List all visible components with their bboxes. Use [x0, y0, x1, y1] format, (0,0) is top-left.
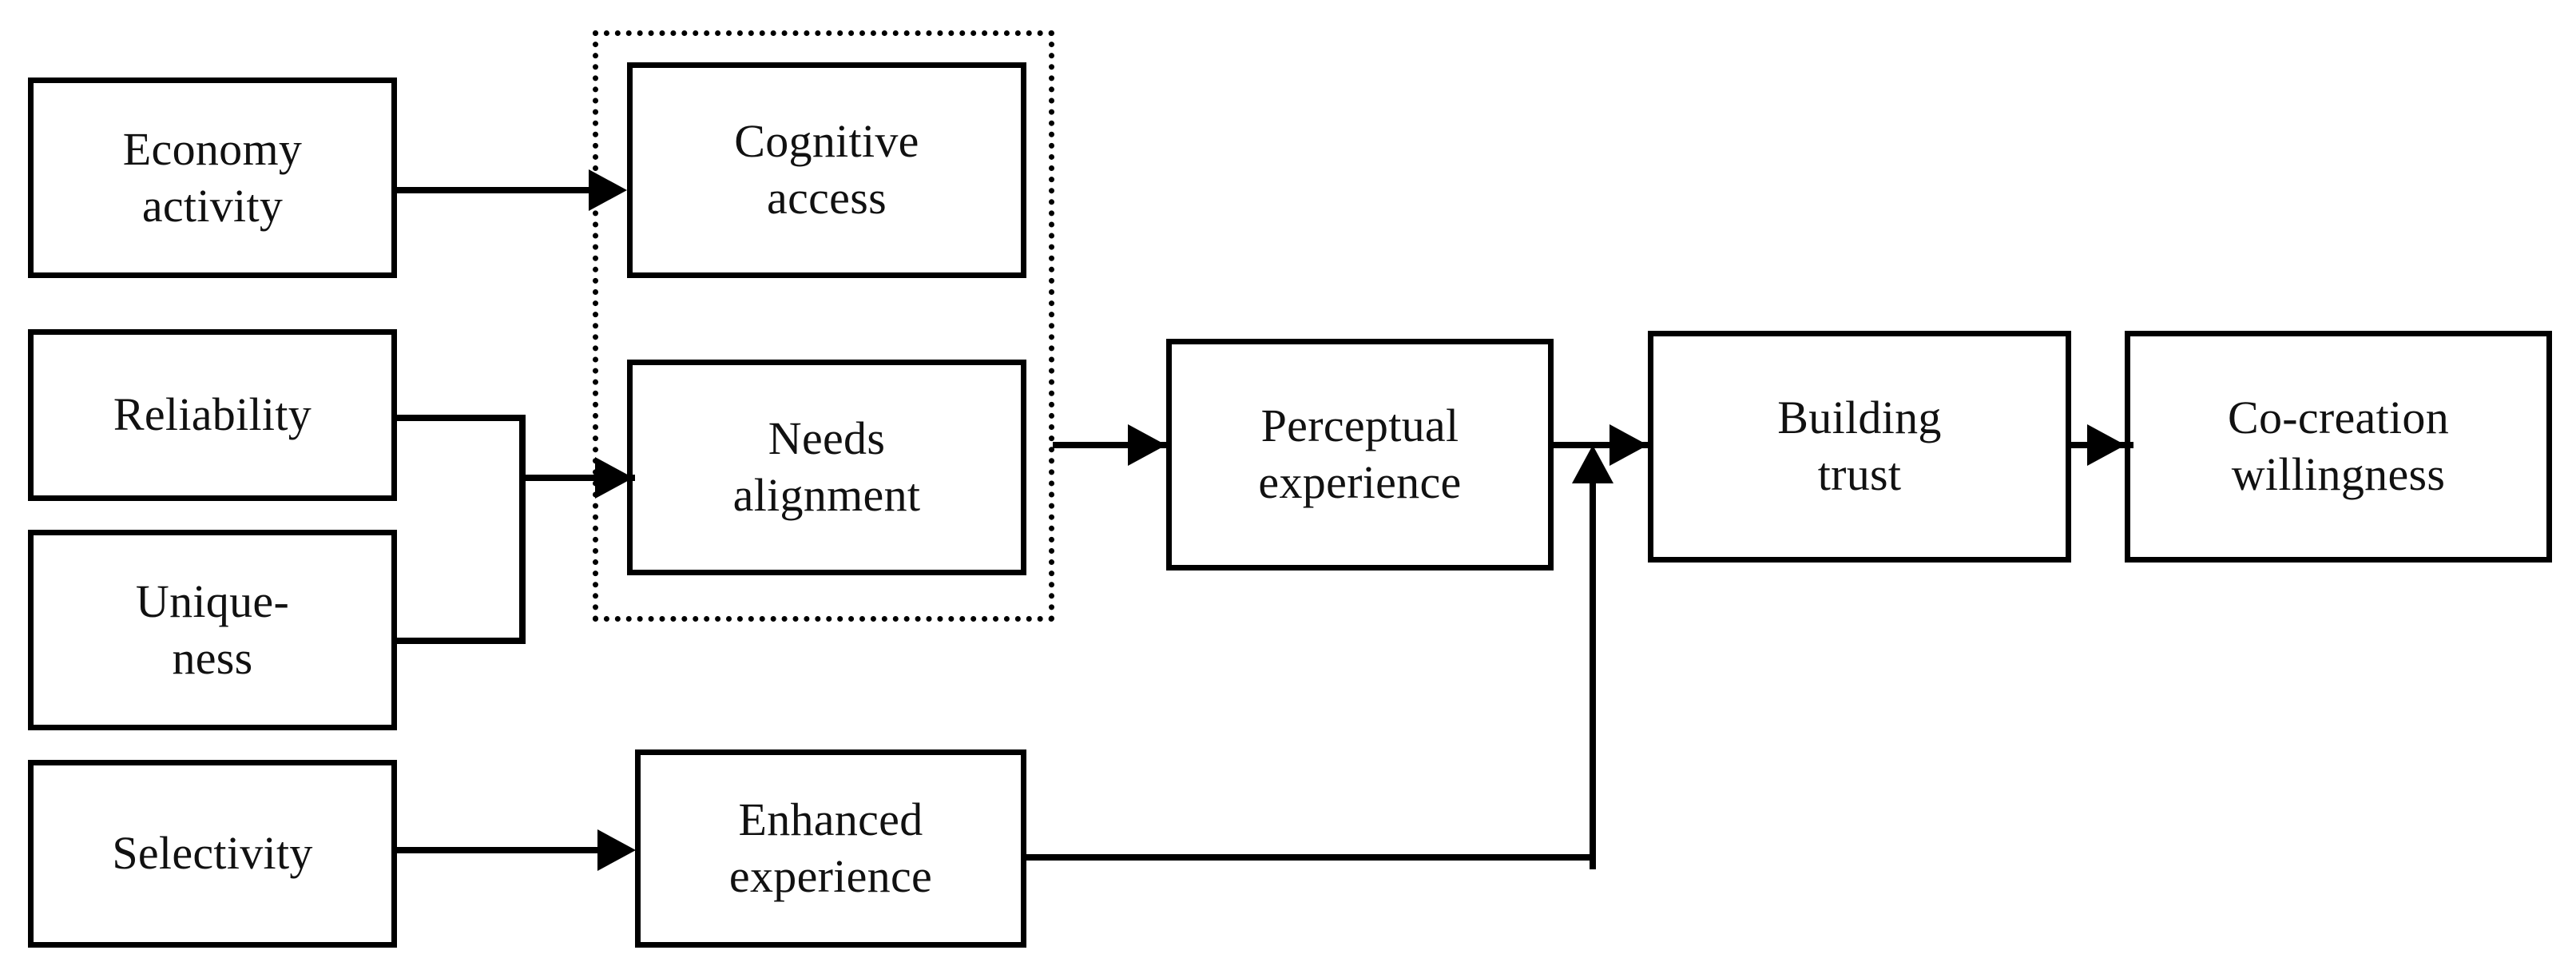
node-co-creation-willingness-line2: willingness	[2231, 448, 2446, 500]
edge-needs-to-perceptual-arrowhead	[1128, 424, 1166, 466]
node-economy-activity-line2: activity	[141, 179, 284, 232]
node-co-creation-willingness[interactable]: Co-creation willingness	[2125, 331, 2552, 563]
node-selectivity[interactable]: Selectivity	[28, 760, 397, 948]
node-needs-alignment-line1: Needs	[768, 412, 886, 465]
edge-reliability-bracket-top	[397, 415, 526, 421]
node-reliability[interactable]: Reliability	[28, 329, 397, 501]
node-co-creation-willingness-line1: Co-creation	[2227, 392, 2450, 444]
node-enhanced-experience-line1: Enhanced	[738, 793, 923, 846]
node-uniqueness-line1: Unique-	[135, 574, 290, 627]
node-enhanced-experience[interactable]: Enhanced experience	[635, 749, 1026, 948]
node-perceptual-experience-line2: experience	[1258, 456, 1462, 508]
edge-enhanced-to-trust-vertical	[1590, 479, 1596, 869]
node-cognitive-access-line1: Cognitive	[734, 115, 919, 168]
node-perceptual-experience[interactable]: Perceptual experience	[1166, 339, 1554, 570]
node-cognitive-access-line2: access	[767, 172, 887, 224]
node-needs-alignment[interactable]: Needs alignment	[627, 360, 1026, 575]
edge-enhanced-to-trust-horizontal	[1026, 854, 1596, 861]
node-building-trust[interactable]: Building trust	[1648, 331, 2071, 563]
node-selectivity-line1: Selectivity	[112, 827, 313, 880]
edge-economy-to-cognitive-line	[397, 187, 593, 193]
node-cognitive-access[interactable]: Cognitive access	[627, 62, 1026, 278]
node-reliability-line1: Reliability	[113, 388, 312, 441]
node-needs-alignment-line2: alignment	[732, 469, 921, 521]
node-enhanced-experience-line2: experience	[728, 850, 933, 902]
edge-bracket-to-needs-arrowhead	[595, 457, 633, 499]
edge-economy-to-cognitive-arrowhead	[589, 169, 627, 211]
edge-enhanced-to-trust-arrowhead	[1572, 445, 1613, 483]
node-uniqueness-line2: ness	[172, 631, 253, 684]
edge-selectivity-to-enhanced-line	[397, 847, 603, 853]
edge-bracket-to-needs-line	[519, 475, 635, 481]
edge-uniqueness-bracket-bottom	[397, 638, 526, 644]
node-economy-activity-line1: Economy	[122, 122, 303, 175]
edge-bracket-vertical	[519, 415, 526, 644]
edge-needs-to-perceptual-line	[1053, 442, 1169, 448]
edge-perceptual-to-trust-arrowhead	[1610, 424, 1648, 466]
edge-trust-to-cocreation-arrowhead	[2087, 424, 2125, 466]
node-perceptual-experience-line1: Perceptual	[1260, 400, 1459, 452]
node-economy-activity[interactable]: Economy activity	[28, 78, 397, 278]
dotted-group-frame	[593, 30, 1054, 622]
node-building-trust-line2: trust	[1817, 448, 1902, 500]
node-uniqueness[interactable]: Unique- ness	[28, 530, 397, 730]
node-building-trust-line1: Building	[1777, 392, 1942, 444]
edge-selectivity-to-enhanced-arrowhead	[597, 829, 636, 871]
